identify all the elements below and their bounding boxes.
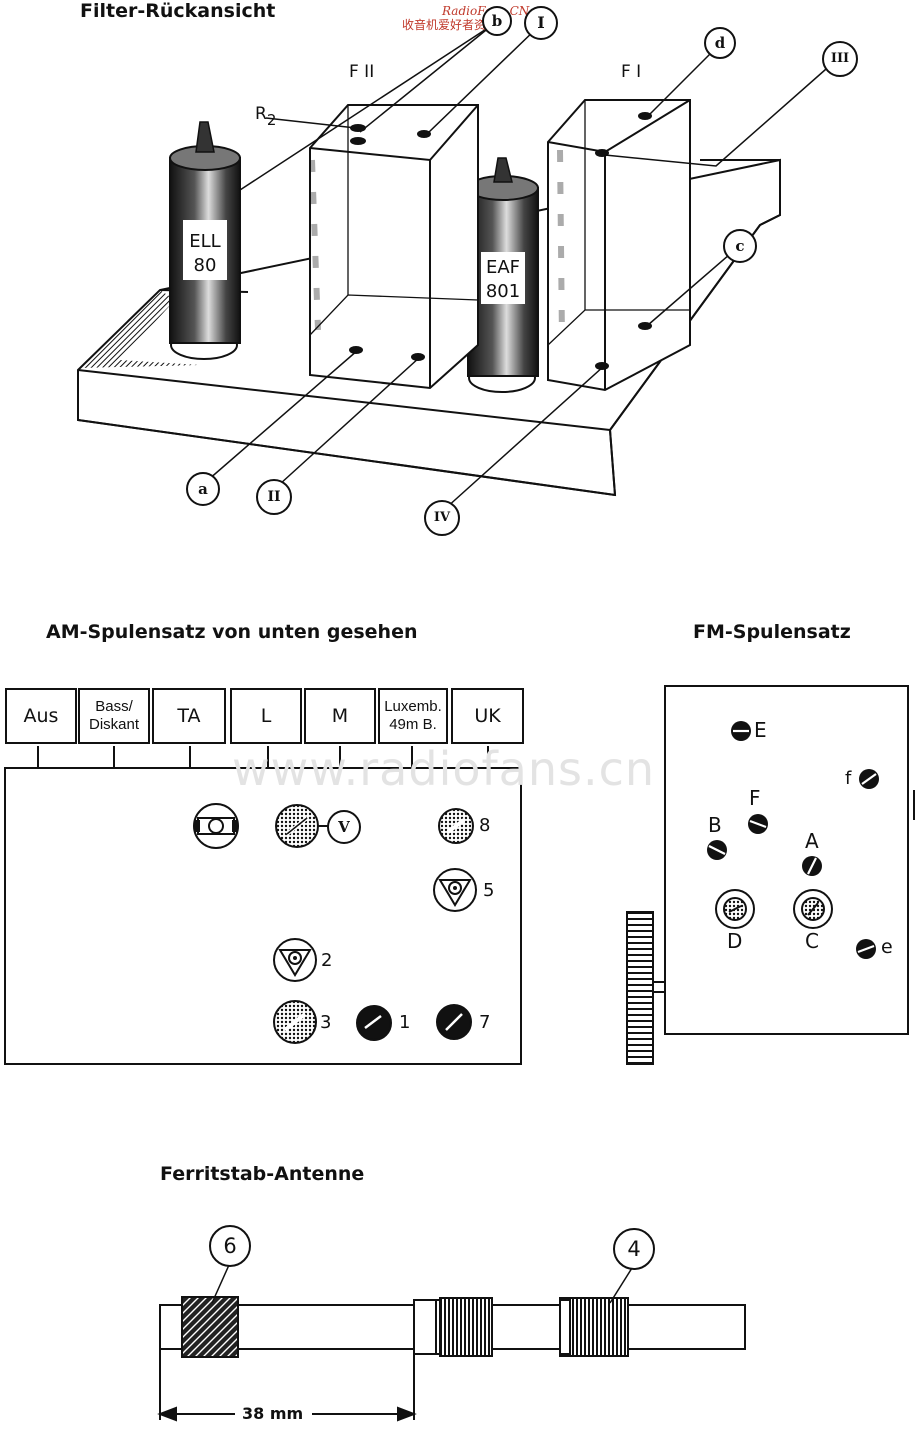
fm-label-A: A bbox=[805, 829, 819, 853]
tube-eaf801 bbox=[467, 157, 539, 393]
callout-c: c bbox=[723, 229, 757, 263]
filter-can-f2 bbox=[309, 104, 479, 390]
button-luxemb-label: Luxemb. 49m B. bbox=[384, 698, 442, 734]
button-uk[interactable]: UK bbox=[451, 688, 524, 744]
tube-ell80 bbox=[169, 121, 241, 360]
can-screws bbox=[349, 112, 652, 370]
ferrite-leaders bbox=[211, 1264, 633, 1304]
callout-II: II bbox=[256, 479, 292, 515]
fm-section-title: FM-Spulensatz bbox=[693, 621, 851, 643]
button-luxemb-line2: 49m B. bbox=[389, 716, 437, 733]
fm-label-f: f bbox=[845, 768, 852, 789]
filter-section-title: Filter-Rückansicht bbox=[80, 0, 276, 22]
am-core-1 bbox=[356, 1005, 392, 1041]
ferrite-section-title: Ferritstab-Antenne bbox=[160, 1163, 365, 1185]
tube-eaf801-type: EAF bbox=[485, 257, 521, 278]
am-trimmer-connector bbox=[193, 803, 239, 849]
fm-coil-board bbox=[664, 685, 909, 1035]
button-m[interactable]: M bbox=[304, 688, 376, 744]
ferrite-callout-6: 6 bbox=[209, 1225, 251, 1267]
tube-ell80-type: ELL bbox=[189, 231, 221, 252]
label-r2-subscript: 2 bbox=[266, 111, 277, 129]
callout-I: I bbox=[524, 6, 558, 40]
callout-a: a bbox=[186, 472, 220, 506]
fm-label-C: C bbox=[805, 929, 819, 953]
chassis-shadow bbox=[80, 290, 200, 368]
filter-can-f1 bbox=[547, 99, 691, 392]
label-r2: R2 bbox=[255, 104, 277, 129]
fm-label-B: B bbox=[708, 813, 722, 837]
fm-tuning-knob bbox=[626, 911, 666, 1065]
am-trimmer-2 bbox=[273, 938, 317, 982]
am-label-2: 2 bbox=[321, 950, 333, 971]
am-coil-board bbox=[4, 767, 522, 1065]
ferrite-windings bbox=[439, 1297, 629, 1357]
am-label-1: 1 bbox=[399, 1012, 411, 1033]
callout-b: b bbox=[482, 6, 512, 36]
am-core-v bbox=[275, 804, 328, 848]
button-l-label: L bbox=[260, 705, 272, 727]
fm-label-D: D bbox=[727, 929, 743, 953]
am-core-8 bbox=[438, 808, 474, 844]
tube-eaf801-label: EAF 801 bbox=[481, 256, 525, 304]
am-label-8: 8 bbox=[479, 815, 491, 836]
am-section-title: AM-Spulensatz von unten gesehen bbox=[46, 621, 418, 643]
callout-IV: IV bbox=[424, 500, 460, 536]
dimension-line bbox=[157, 1349, 417, 1422]
am-label-3: 3 bbox=[320, 1012, 332, 1033]
fm-label-F: F bbox=[749, 786, 761, 810]
button-bass-diskant-label: Bass/ Diskant bbox=[89, 698, 139, 734]
fm-trimmer-c bbox=[793, 889, 833, 929]
label-f2: F II bbox=[349, 62, 375, 82]
am-trimmer-5 bbox=[433, 868, 477, 912]
button-l[interactable]: L bbox=[230, 688, 302, 744]
dimension-38mm: 38 mm bbox=[242, 1404, 304, 1423]
button-luxemb[interactable]: Luxemb. 49m B. bbox=[378, 688, 448, 744]
button-uk-label: UK bbox=[474, 705, 501, 727]
am-button-stems bbox=[37, 746, 489, 768]
am-callout-v: V bbox=[327, 810, 361, 844]
am-label-7: 7 bbox=[479, 1012, 491, 1033]
button-diskant-line: Diskant bbox=[88, 716, 140, 733]
button-bass-diskant[interactable]: Bass/ Diskant bbox=[78, 688, 150, 744]
button-m-label: M bbox=[331, 705, 349, 727]
fm-trimmer-d bbox=[715, 889, 755, 929]
tube-ell80-number: 80 bbox=[193, 255, 217, 276]
fm-label-E: E bbox=[754, 718, 767, 742]
button-ta[interactable]: TA bbox=[152, 688, 226, 744]
button-aus-label: Aus bbox=[23, 705, 59, 727]
callout-d: d bbox=[704, 27, 736, 59]
am-label-5: 5 bbox=[483, 880, 495, 901]
button-luxemb-line1: Luxemb. bbox=[384, 698, 442, 715]
am-core-7 bbox=[436, 1004, 472, 1040]
label-f1: F I bbox=[621, 62, 642, 82]
filter-leader-lines bbox=[207, 19, 835, 509]
am-core-3 bbox=[273, 1000, 317, 1044]
ferrite-callout-4: 4 bbox=[613, 1228, 655, 1270]
ferrite-coil-6 bbox=[181, 1296, 239, 1358]
watermark-url: www.radiofans.cn bbox=[232, 742, 656, 796]
fm-label-e: e bbox=[881, 936, 893, 958]
chassis-front-edge bbox=[77, 419, 616, 496]
callout-III: III bbox=[822, 41, 858, 77]
button-ta-label: TA bbox=[177, 705, 201, 727]
button-aus[interactable]: Aus bbox=[5, 688, 77, 744]
tube-eaf801-number: 801 bbox=[485, 281, 521, 302]
tube-ell80-label: ELL 80 bbox=[183, 230, 227, 278]
button-bass-line: Bass/ bbox=[95, 698, 133, 715]
fm-screw-slots bbox=[708, 729, 877, 954]
